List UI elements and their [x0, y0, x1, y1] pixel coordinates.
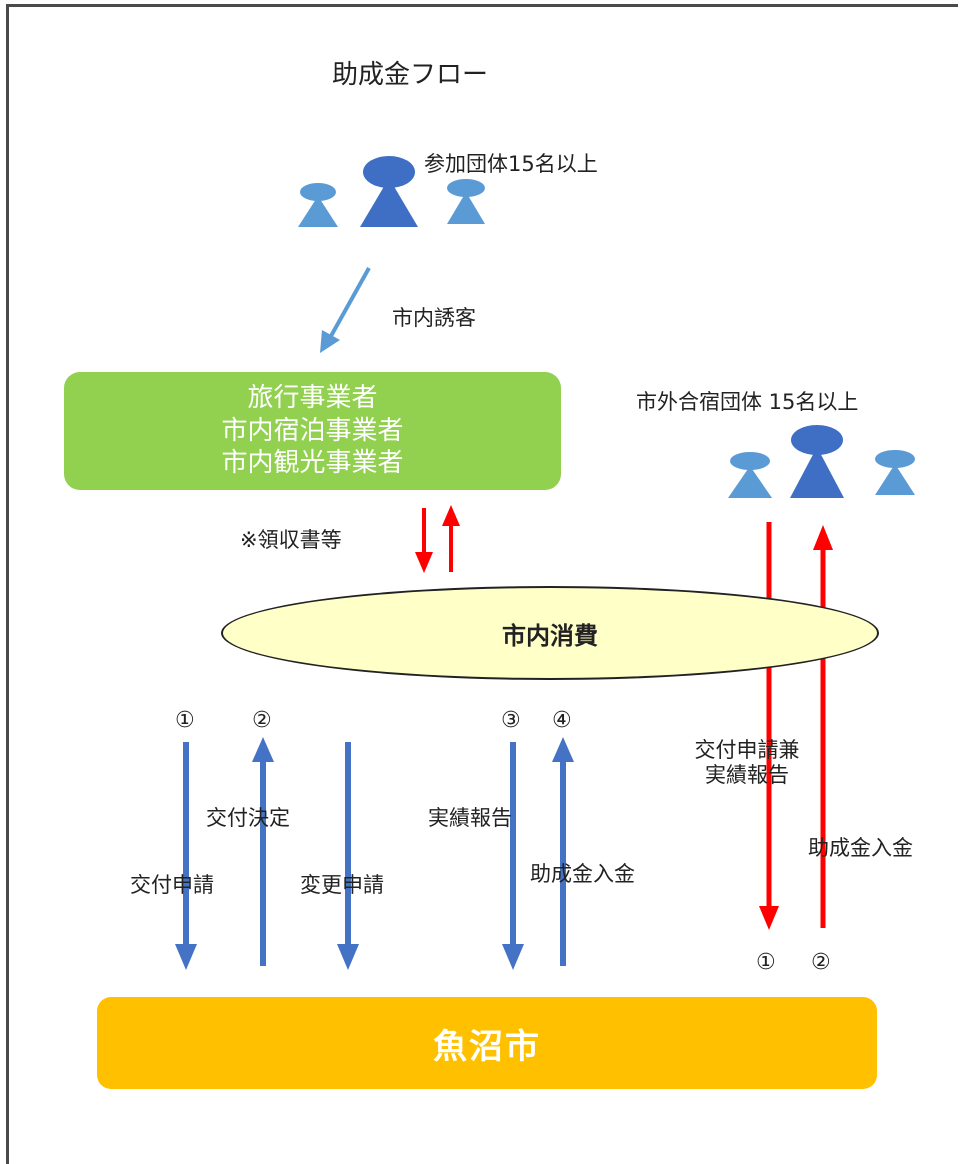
person-icon: [790, 425, 844, 498]
operators-line: 市内観光事業者: [221, 448, 404, 479]
decision-label: 交付決定: [206, 806, 290, 830]
step-number: ②: [252, 708, 272, 733]
outside-apply-arrow: [759, 522, 779, 930]
payment-up-arrow: [552, 737, 574, 966]
outside-group-label: 市外合宿団体 15名以上: [636, 390, 859, 414]
receipt-up-arrow: [442, 505, 460, 572]
step-number: ③: [501, 708, 521, 733]
operators-line: 旅行事業者: [247, 383, 378, 414]
step-number: ①: [175, 708, 195, 733]
step-number: ②: [811, 950, 831, 975]
report-down-arrow: [502, 742, 524, 970]
outside-apply-label: 交付申請兼 実績報告: [694, 738, 800, 788]
outside-payment-arrow: [813, 525, 833, 928]
city-label: 魚沼市: [433, 1026, 541, 1067]
report-label: 実績報告: [428, 806, 512, 830]
diagram-frame: [6, 4, 958, 1164]
change-down-arrow: [337, 742, 359, 970]
consumption-ellipse: 市内消費: [221, 586, 879, 680]
person-icon: [447, 179, 485, 224]
operators-box: 旅行事業者 市内宿泊事業者 市内観光事業者: [64, 372, 561, 490]
consumption-label: 市内消費: [502, 621, 598, 650]
person-icon: [875, 450, 915, 495]
city-visitor-label: 市内誘客: [392, 306, 476, 330]
inbound-arrow: [320, 267, 371, 353]
person-icon: [728, 452, 772, 498]
receipts-label: ※領収書等: [240, 528, 342, 552]
apply-down-arrow: [175, 742, 197, 970]
step-number: ①: [756, 950, 776, 975]
decision-up-arrow: [252, 737, 274, 966]
payment-label: 助成金入金: [530, 862, 635, 886]
diagram-title: 助成金フロー: [332, 60, 489, 90]
receipt-down-arrow: [415, 508, 433, 573]
person-icon: [298, 183, 338, 227]
participant-group-label: 参加団体15名以上: [424, 152, 598, 176]
person-icon: [360, 156, 418, 227]
step-number: ④: [552, 708, 572, 733]
operators-line: 市内宿泊事業者: [221, 415, 404, 446]
change-label: 変更申請: [300, 873, 384, 897]
apply-label: 交付申請: [130, 873, 214, 897]
city-box: 魚沼市: [97, 997, 877, 1089]
outside-payment-label: 助成金入金: [808, 836, 913, 860]
